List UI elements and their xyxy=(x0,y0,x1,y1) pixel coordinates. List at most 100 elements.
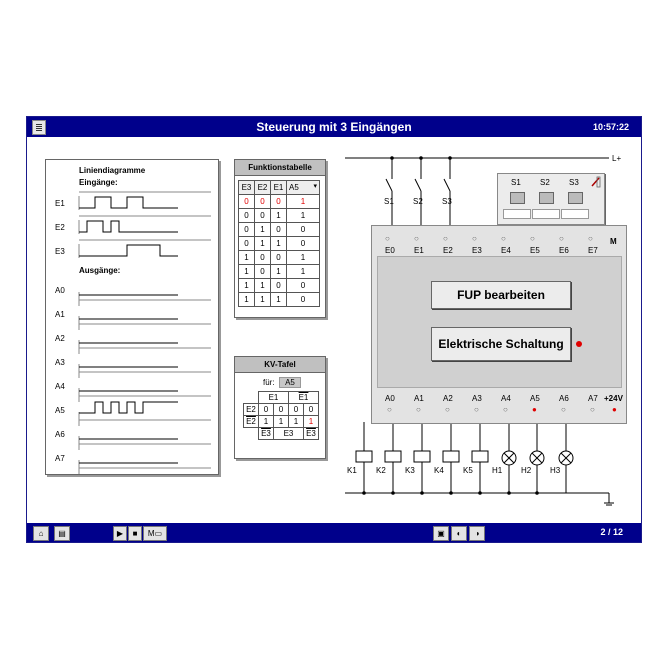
diagram-label-a4: A4 xyxy=(55,382,65,391)
diagram-label-a2: A2 xyxy=(55,334,65,343)
electrical-circuit-button[interactable]: Elektrische Schaltung xyxy=(431,327,582,361)
clock: 10:57:22 xyxy=(592,122,629,132)
plc-screen: FUP bearbeiten Elektrische Schaltung xyxy=(377,256,622,388)
diagram-label-a0: A0 xyxy=(55,286,65,295)
switch-button-s2[interactable] xyxy=(539,192,554,204)
load-label-k4: K4 xyxy=(434,466,444,475)
switch-button-s1[interactable] xyxy=(510,192,525,204)
plc-output-a0: A0 xyxy=(385,394,395,403)
plc-output-a4: A4 xyxy=(501,394,511,403)
diagram-label-a5: A5 xyxy=(55,406,65,415)
signal-e1 xyxy=(79,196,178,209)
kv-bottom-e3-neg-right: E3 xyxy=(303,427,319,440)
input-terminal-icon: ○ xyxy=(414,234,419,243)
home-icon[interactable]: ⌂ xyxy=(33,526,49,541)
load-label-h1: H1 xyxy=(492,466,503,475)
kv-for-label: für: xyxy=(263,378,275,387)
output-terminal-icon: ○ xyxy=(590,405,595,414)
diagram-label-a1: A1 xyxy=(55,310,65,319)
function-table-title: Funktionstabelle xyxy=(235,160,325,176)
switch-panel-label-s3: S3 xyxy=(569,178,579,187)
plc-input-e2: E2 xyxy=(443,246,453,255)
plc-module: ○ ○ ○ ○ ○ ○ ○ ○ E0 E1 E2 E3 E4 E5 E6 E7 … xyxy=(371,225,627,424)
switch-slot-s1 xyxy=(503,209,531,219)
fup-edit-button[interactable]: FUP bearbeiten xyxy=(431,281,571,309)
output-terminal-active-icon: ● xyxy=(532,405,537,414)
plc-output-a3: A3 xyxy=(472,394,482,403)
line-diagram-panel: Liniendiagramme Eingänge: E1 E2 E3 Ausgä… xyxy=(45,159,219,475)
page-indicator: 2 / 12 xyxy=(600,527,623,537)
status-led-icon xyxy=(576,341,582,347)
book-icon[interactable]: ▣ xyxy=(433,526,449,541)
plc-output-a6: A6 xyxy=(559,394,569,403)
switch-label-s2: S2 xyxy=(413,197,423,206)
switch-panel-label-s2: S2 xyxy=(540,178,550,187)
plc-input-e7: E7 xyxy=(588,246,598,255)
load-label-h3: H3 xyxy=(550,466,561,475)
plc-output-a1: A1 xyxy=(414,394,424,403)
switch-button-s3[interactable] xyxy=(568,192,583,204)
plc-input-e6: E6 xyxy=(559,246,569,255)
back-icon[interactable]: ◐ xyxy=(451,526,467,541)
plc-input-e5: E5 xyxy=(530,246,540,255)
plc-input-e4: E4 xyxy=(501,246,511,255)
plc-output-a5: A5 xyxy=(530,394,540,403)
electrical-circuit-label: Elektrische Schaltung xyxy=(438,337,564,351)
output-terminal-icon: ○ xyxy=(416,405,421,414)
switch-label-s1: S1 xyxy=(384,197,394,206)
stop-icon[interactable]: ■ xyxy=(128,526,142,541)
play-icon[interactable]: ▶ xyxy=(113,526,127,541)
input-terminal-icon: ○ xyxy=(385,234,390,243)
output-terminal-icon: ○ xyxy=(474,405,479,414)
input-terminal-icon: ○ xyxy=(559,234,564,243)
signal-e3 xyxy=(79,244,178,257)
diagram-label-a7: A7 xyxy=(55,454,65,463)
signal-e2 xyxy=(79,220,178,233)
switch-panel: S1 S2 S3 xyxy=(497,173,605,225)
switch-label-s3: S3 xyxy=(442,197,452,206)
plus-24v-label: +24V xyxy=(604,394,623,403)
l-plus-label-top: L+ xyxy=(612,154,622,163)
switch-box-logo-icon xyxy=(591,176,601,188)
load-label-h2: H2 xyxy=(521,466,532,475)
document-icon[interactable] xyxy=(32,120,46,135)
kv-bottom-e3-neg-left: E3 xyxy=(258,427,274,440)
plc-input-e1: E1 xyxy=(414,246,424,255)
print-icon[interactable]: ▤ xyxy=(54,526,70,541)
input-terminal-icon: ○ xyxy=(443,234,448,243)
bottom-toolbar: ⌂ ▤ ▶ ■ M▭ ▣ ◐ ◑ 2 / 12 xyxy=(27,523,641,542)
input-terminal-icon: ○ xyxy=(588,234,593,243)
outputs-heading: Ausgänge: xyxy=(79,266,121,275)
input-terminal-icon: ○ xyxy=(472,234,477,243)
switch-panel-label-s1: S1 xyxy=(511,178,521,187)
switch-slot-s2 xyxy=(532,209,560,219)
plc-input-e0: E0 xyxy=(385,246,395,255)
app-window: Steuerung mit 3 Eingängen 10:57:22 Linie… xyxy=(26,116,642,543)
help-icon[interactable]: ◑ xyxy=(469,526,485,541)
power-terminal-active-icon: ● xyxy=(612,405,617,414)
output-select[interactable]: A5 xyxy=(286,180,320,195)
memory-icon[interactable]: M▭ xyxy=(143,526,167,541)
plc-output-a7: A7 xyxy=(588,394,598,403)
title-bar: Steuerung mit 3 Eingängen 10:57:22 xyxy=(27,117,641,137)
kv-for-select[interactable]: A5 xyxy=(279,377,301,388)
load-label-k5: K5 xyxy=(463,466,473,475)
output-terminal-icon: ○ xyxy=(503,405,508,414)
diagram-label-e3: E3 xyxy=(55,247,65,256)
switch-slot-s3 xyxy=(561,209,589,219)
input-terminal-icon: ○ xyxy=(530,234,535,243)
load-label-k2: K2 xyxy=(376,466,386,475)
diagram-label-a3: A3 xyxy=(55,358,65,367)
plc-output-a2: A2 xyxy=(443,394,453,403)
window-title: Steuerung mit 3 Eingängen xyxy=(256,120,412,134)
load-label-k1: K1 xyxy=(347,466,357,475)
input-terminal-icon: ○ xyxy=(501,234,506,243)
m-label: M xyxy=(610,237,617,246)
signal-a5 xyxy=(79,401,178,414)
plc-input-e3: E3 xyxy=(472,246,482,255)
